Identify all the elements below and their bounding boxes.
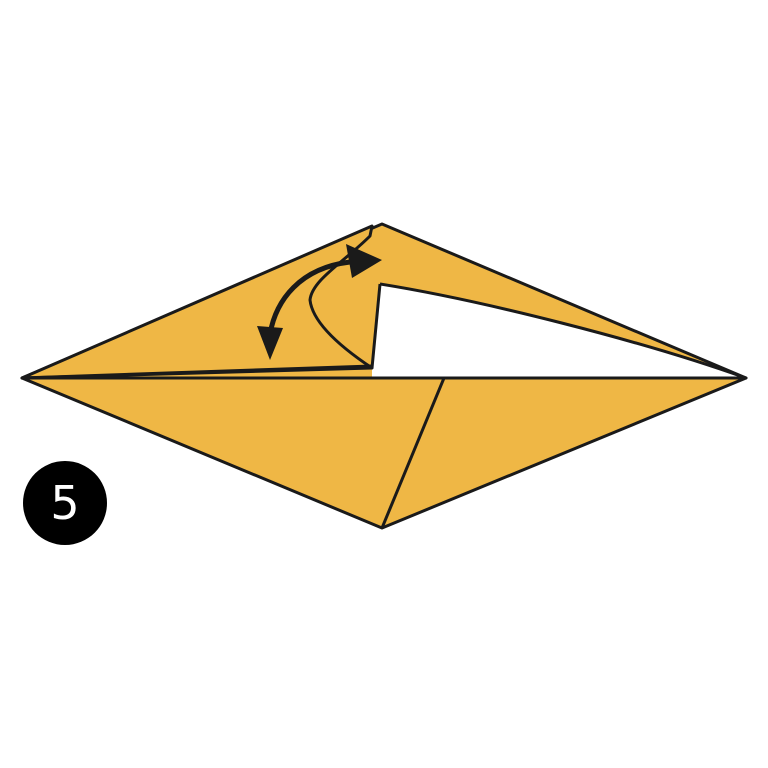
bottom-crease-line xyxy=(380,377,446,529)
lifted-flap-edge xyxy=(379,282,747,380)
step-number: 5 xyxy=(50,476,80,530)
fold-arrow-icon xyxy=(257,244,382,360)
step-number-badge: 5 xyxy=(23,461,107,545)
pocket-vertical-edge xyxy=(370,283,382,369)
front-flap xyxy=(20,224,374,380)
open-pocket xyxy=(372,284,746,378)
flap-bottom-edge xyxy=(21,364,373,380)
bottom-flap xyxy=(20,376,748,530)
